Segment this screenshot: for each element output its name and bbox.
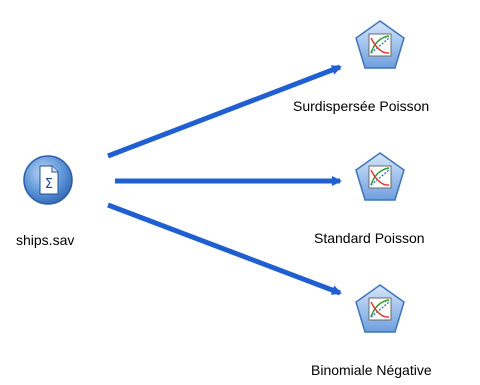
model-node-label: Surdispersée Poisson bbox=[293, 98, 430, 114]
model-node-binomiale-negative[interactable]: Binomiale Négative bbox=[290, 282, 475, 382]
model-node-label: Standard Poisson bbox=[314, 230, 425, 246]
model-node-surdispersee-poisson[interactable]: Surdispersée Poisson bbox=[290, 18, 475, 118]
connection-to-binomiale-negative[interactable] bbox=[107, 202, 342, 296]
model-nugget-icon bbox=[355, 152, 405, 201]
model-nugget-icon bbox=[355, 284, 405, 333]
model-nugget-icon bbox=[355, 20, 405, 69]
model-node-label: Binomiale Négative bbox=[311, 362, 432, 378]
statistics-file-icon: Σ bbox=[23, 155, 73, 205]
svg-text:Σ: Σ bbox=[45, 177, 53, 192]
model-node-standard-poisson[interactable]: Standard Poisson bbox=[290, 150, 475, 250]
connection-to-surdispersee-poisson[interactable] bbox=[107, 64, 342, 159]
source-node-label: ships.sav bbox=[16, 232, 75, 248]
source-node-ships[interactable]: Σ ships.sav bbox=[16, 153, 88, 248]
